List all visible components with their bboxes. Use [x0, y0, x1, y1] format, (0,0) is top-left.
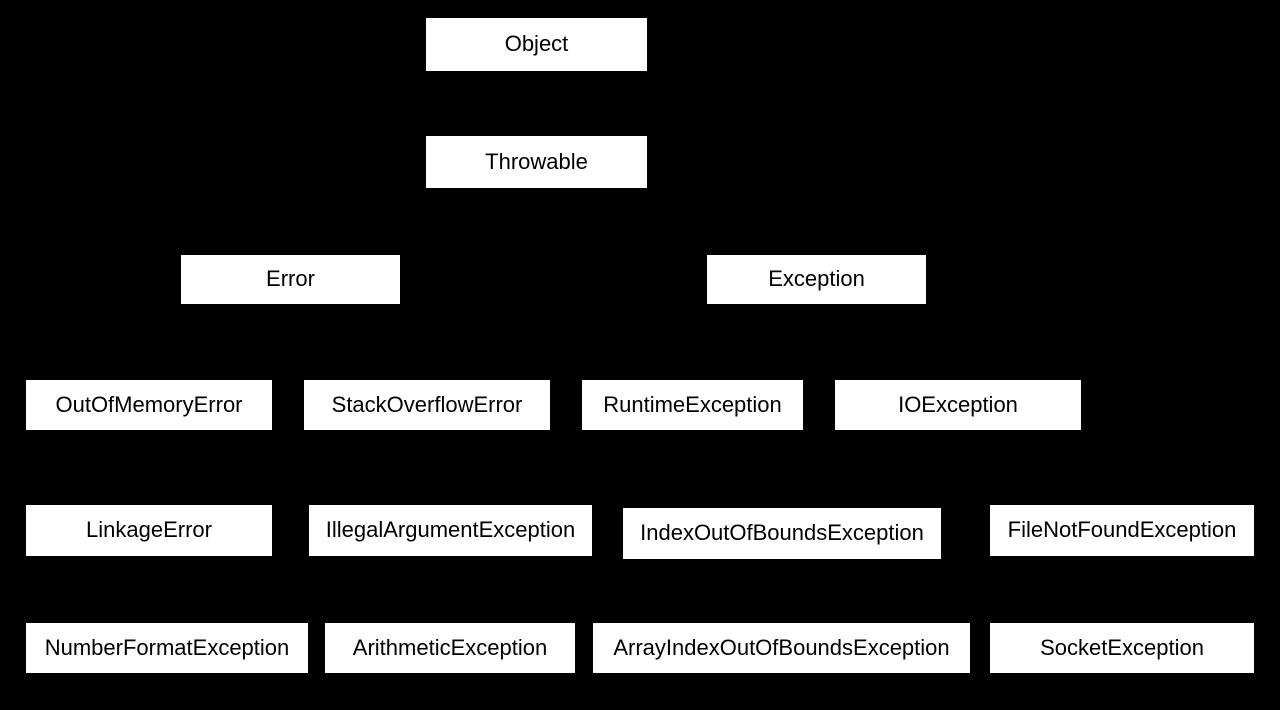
class-node-error: Error: [181, 255, 400, 304]
class-node-illegal-argument-exception: IllegalArgumentException: [309, 505, 592, 556]
class-node-label: IndexOutOfBoundsException: [640, 520, 924, 546]
class-node-label: FileNotFoundException: [1007, 517, 1237, 543]
class-node-label: OutOfMemoryError: [55, 391, 243, 417]
class-node-label: RuntimeException: [603, 391, 782, 417]
class-node-label: NumberFormatException: [44, 634, 290, 660]
class-node-array-index-out-of-bounds-exception: ArrayIndexOutOfBoundsException: [593, 623, 970, 673]
class-node-arithmetic-exception: ArithmeticException: [325, 623, 575, 673]
class-node-throwable: Throwable: [426, 136, 647, 188]
class-node-number-format-exception: NumberFormatException: [26, 623, 308, 673]
class-node-ioexception: IOException: [835, 380, 1081, 430]
class-node-label: StackOverflowError: [331, 391, 523, 417]
class-node-out-of-memory-error: OutOfMemoryError: [26, 380, 272, 430]
class-node-socket-exception: SocketException: [990, 623, 1254, 673]
class-node-label: ArithmeticException: [352, 634, 548, 660]
class-node-label: SocketException: [1040, 634, 1204, 660]
class-node-stack-overflow-error: StackOverflowError: [304, 380, 550, 430]
class-node-label: ArrayIndexOutOfBoundsException: [613, 634, 950, 660]
class-node-object: Object: [426, 18, 647, 71]
class-node-label: Exception: [768, 266, 865, 292]
class-node-file-not-found-exception: FileNotFoundException: [990, 505, 1254, 556]
class-node-linkage-error: LinkageError: [26, 505, 272, 556]
class-node-label: Object: [504, 31, 569, 57]
class-node-index-out-of-bounds-exception: IndexOutOfBoundsException: [623, 508, 941, 559]
class-node-label: LinkageError: [86, 517, 212, 543]
class-node-label: IllegalArgumentException: [325, 517, 576, 543]
class-node-label: Throwable: [485, 148, 588, 174]
class-node-label: Error: [266, 266, 315, 292]
class-node-label: IOException: [898, 391, 1018, 417]
class-node-exception: Exception: [707, 255, 926, 304]
class-node-runtime-exception: RuntimeException: [582, 380, 803, 430]
